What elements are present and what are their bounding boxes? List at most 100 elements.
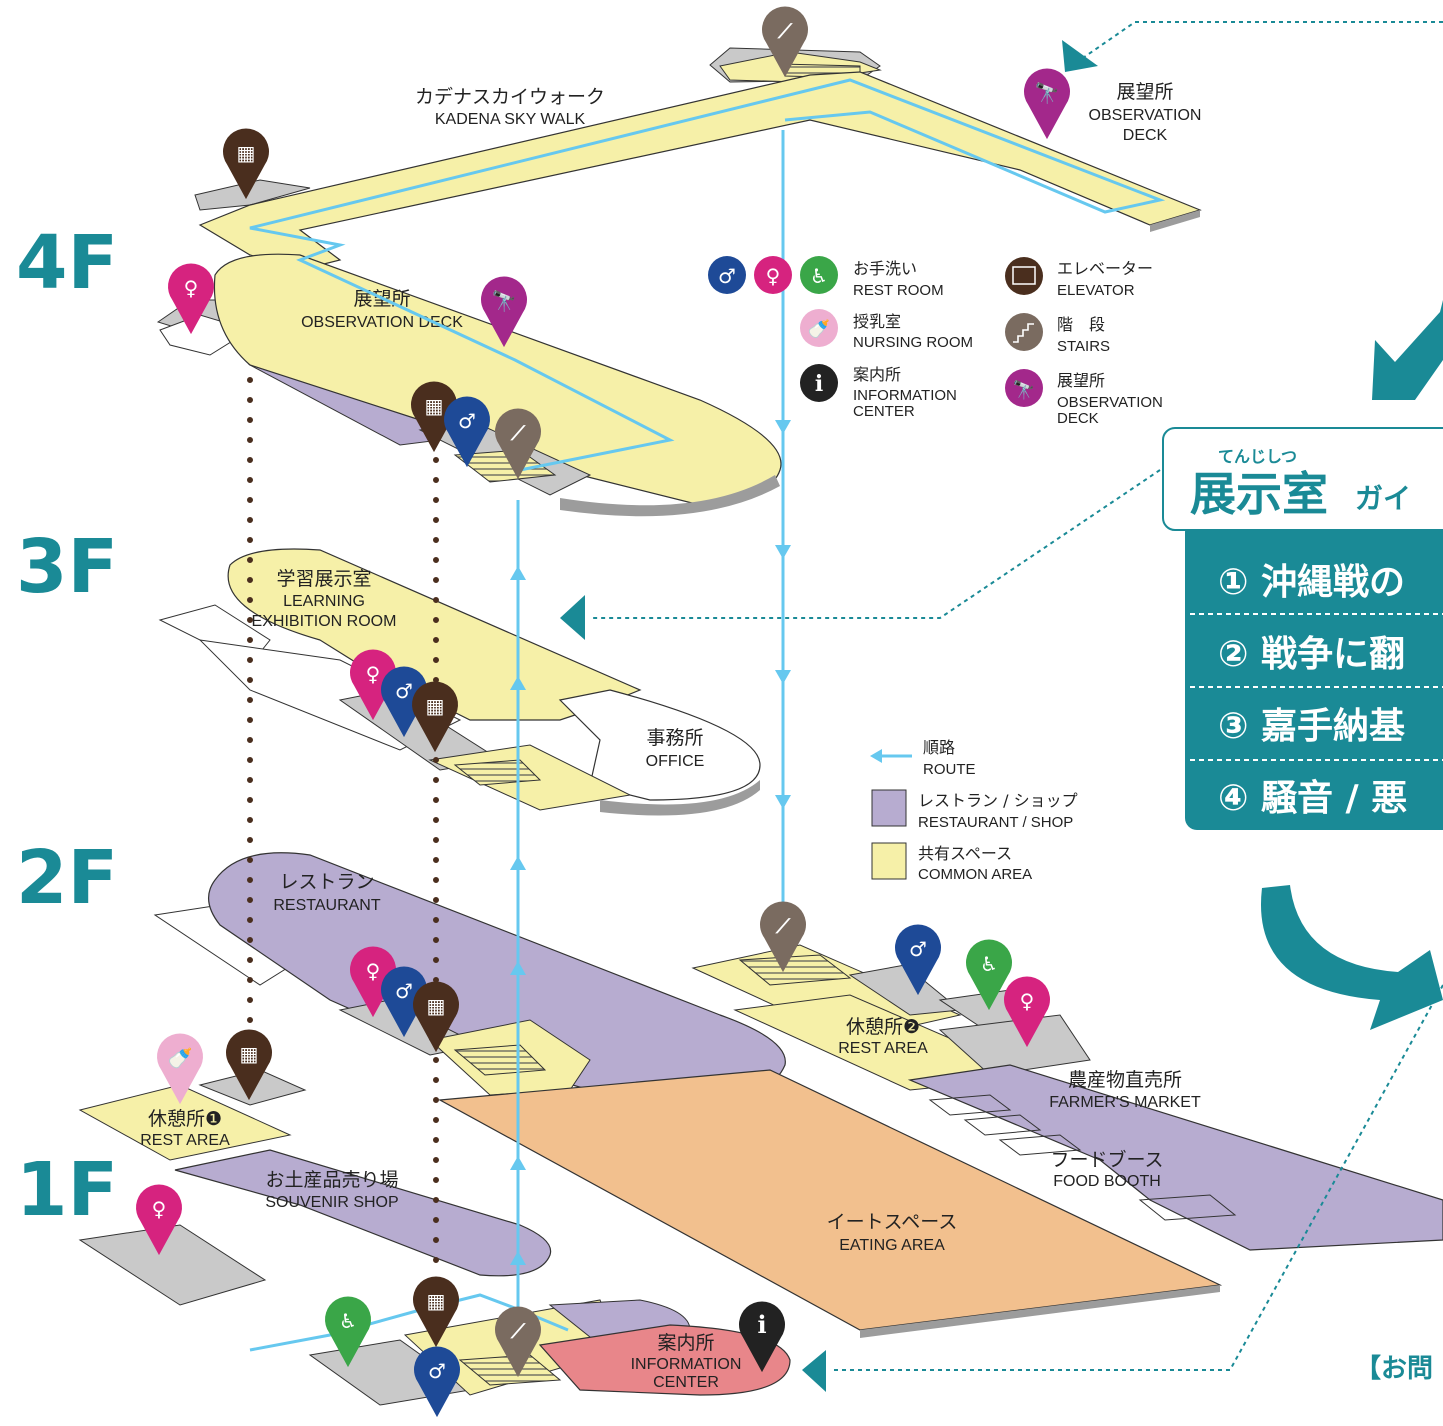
guide-item-3: ③ 嘉手納基 bbox=[1218, 706, 1405, 747]
elevator-icon: ▦ bbox=[237, 141, 256, 165]
svg-text:NURSING ROOM: NURSING ROOM bbox=[853, 334, 973, 351]
svg-text:OBSERVATION: OBSERVATION bbox=[1057, 394, 1163, 411]
restroom-male-pin: ♂ bbox=[894, 924, 941, 996]
svg-text:2F: 2F bbox=[16, 835, 118, 921]
stairs-pin: ⟋ bbox=[760, 901, 807, 973]
info-center-label: 案内所 INFORMATION CENTER bbox=[631, 1332, 742, 1391]
restroom-male-icon: ♂ bbox=[395, 679, 413, 703]
accessible-icon: ♿ bbox=[980, 952, 998, 976]
eating-label: イートスペース EATING AREA bbox=[827, 1211, 958, 1254]
skywalk-label: カデナスカイウォーク KADENA SKY WALK bbox=[415, 86, 605, 128]
svg-text:共有スペース: 共有スペース bbox=[918, 844, 1012, 863]
restroom-male-pin: ♂ bbox=[414, 1346, 461, 1418]
elevator-icon: ▦ bbox=[426, 694, 445, 718]
stairs-icon bbox=[1013, 323, 1034, 343]
svg-text:エレベーター: エレベーター bbox=[1057, 259, 1153, 278]
route-arrows bbox=[510, 420, 791, 1265]
svg-text:CENTER: CENTER bbox=[853, 403, 915, 420]
svg-text:階 段: 階 段 bbox=[1057, 315, 1105, 334]
svg-text:RESTAURANT / SHOP: RESTAURANT / SHOP bbox=[918, 814, 1073, 831]
restroom-male-pin: ♂ bbox=[381, 966, 428, 1038]
svg-text:ガイ: ガイ bbox=[1355, 482, 1411, 515]
legend-areas: 順路 ROUTE レストラン / ショップ RESTAURANT / SHOP … bbox=[870, 738, 1078, 883]
svg-text:FARMER'S MARKET: FARMER'S MARKET bbox=[1049, 1094, 1201, 1111]
svg-text:LEARNING: LEARNING bbox=[283, 593, 365, 610]
svg-text:農産物直売所: 農産物直売所 bbox=[1068, 1069, 1182, 1091]
observation-deck-icon: 🔭 bbox=[1035, 81, 1060, 105]
market-label: 農産物直売所 FARMER'S MARKET bbox=[1049, 1069, 1201, 1111]
telescope-icon: 🔭 bbox=[1013, 379, 1035, 401]
info-pin: i bbox=[738, 1301, 786, 1373]
svg-text:REST ROOM: REST ROOM bbox=[853, 282, 944, 299]
restroom-male-icon: ♂ bbox=[718, 264, 736, 288]
legend-nursing: 🍼 授乳室 NURSING ROOM bbox=[800, 309, 973, 351]
svg-text:順路: 順路 bbox=[923, 738, 955, 757]
learning-label: 学習展示室 LEARNING EXHIBITION ROOM bbox=[252, 568, 397, 630]
map-pins: ⟋🔭▦♀🔭▦♂⟋♀♂▦♀♂▦⟋♂♿♀🍼▦♀♿▦⟋♂i bbox=[136, 6, 1070, 1418]
svg-text:FOOD BOOTH: FOOD BOOTH bbox=[1053, 1173, 1161, 1190]
legend-stairs: 階 段 STAIRS bbox=[1005, 313, 1110, 355]
accessible-pin: ♿ bbox=[965, 939, 1012, 1011]
floor-4f-deck bbox=[156, 253, 782, 517]
elevator-shaft-lines bbox=[247, 377, 439, 1293]
observation-deck-icon: 🔭 bbox=[492, 289, 517, 313]
footer-contact: 【お問 bbox=[1355, 1354, 1433, 1384]
nursing-room-pin: 🍼 bbox=[157, 1033, 204, 1105]
observation-deck-pin: 🔭 bbox=[481, 276, 527, 348]
svg-text:OBSERVATION: OBSERVATION bbox=[1089, 107, 1202, 124]
guide-item-2: ② 戦争に翻 bbox=[1218, 634, 1405, 675]
svg-text:REST AREA: REST AREA bbox=[140, 1132, 230, 1149]
restroom-male-pin: ♂ bbox=[381, 666, 428, 738]
restroom-female-icon: ♀ bbox=[366, 662, 381, 686]
floor-label-2f: 2F bbox=[16, 835, 118, 921]
svg-text:KADENA SKY WALK: KADENA SKY WALK bbox=[435, 111, 586, 128]
floor-2f bbox=[153, 852, 786, 1106]
svg-text:休憩所❶: 休憩所❶ bbox=[148, 1108, 222, 1130]
floor-label-1f: 1F bbox=[16, 1147, 118, 1233]
pointer-arrowheads bbox=[560, 40, 1098, 1392]
restroom-female-pin: ♀ bbox=[350, 649, 396, 721]
svg-text:REST AREA: REST AREA bbox=[838, 1040, 928, 1057]
elevator-icon: ▦ bbox=[427, 1289, 446, 1313]
legend-deck: 🔭 展望所 OBSERVATION DECK bbox=[1005, 369, 1163, 427]
svg-text:STAIRS: STAIRS bbox=[1057, 338, 1110, 355]
svg-text:EATING AREA: EATING AREA bbox=[839, 1237, 945, 1254]
svg-text:INFORMATION: INFORMATION bbox=[853, 387, 957, 404]
svg-text:てんじしつ: てんじしつ bbox=[1218, 447, 1297, 466]
svg-text:3F: 3F bbox=[16, 524, 118, 610]
elevator-pin: ▦ bbox=[413, 981, 460, 1053]
stairs-pin: ⟋ bbox=[495, 1306, 541, 1378]
restroom-male-icon: ♂ bbox=[909, 937, 927, 961]
svg-text:1F: 1F bbox=[16, 1147, 118, 1233]
nursing-room-icon: 🍼 bbox=[168, 1046, 193, 1070]
svg-text:展望所: 展望所 bbox=[1057, 371, 1105, 390]
svg-text:案内所: 案内所 bbox=[657, 1332, 714, 1354]
floor-label-3f: 3F bbox=[16, 524, 118, 610]
svg-text:イートスペース: イートスペース bbox=[827, 1211, 958, 1233]
deck-top-label: 展望所 OBSERVATION DECK bbox=[1089, 81, 1202, 144]
svg-text:ELEVATOR: ELEVATOR bbox=[1057, 282, 1135, 299]
svg-text:COMMON AREA: COMMON AREA bbox=[918, 866, 1032, 883]
restroom-male-icon: ♂ bbox=[458, 409, 476, 433]
svg-text:カデナスカイウォーク: カデナスカイウォーク bbox=[415, 86, 605, 108]
svg-text:INFORMATION: INFORMATION bbox=[631, 1356, 742, 1373]
restroom-female-icon: ♀ bbox=[1020, 989, 1035, 1013]
legend-elevator: エレベーター ELEVATOR bbox=[1005, 257, 1153, 299]
restroom-male-icon: ♂ bbox=[395, 979, 413, 1003]
rest1-label: 休憩所❶ REST AREA bbox=[140, 1108, 230, 1149]
restroom-male-pin: ♂ bbox=[444, 396, 491, 468]
svg-text:DECK: DECK bbox=[1123, 127, 1168, 144]
elevator-pin: ▦ bbox=[226, 1029, 272, 1101]
svg-text:OFFICE: OFFICE bbox=[646, 753, 705, 770]
svg-text:お手洗い: お手洗い bbox=[853, 259, 917, 278]
svg-text:レストラン: レストラン bbox=[279, 871, 374, 893]
svg-text:DECK: DECK bbox=[1057, 410, 1099, 427]
legend-restroom: ♂ ♀ ♿ お手洗い REST ROOM bbox=[708, 256, 944, 299]
svg-text:EXHIBITION ROOM: EXHIBITION ROOM bbox=[252, 613, 397, 630]
svg-text:展望所: 展望所 bbox=[1116, 81, 1173, 103]
svg-text:展示室: 展示室 bbox=[1190, 467, 1328, 521]
food-label: フードブース FOOD BOOTH bbox=[1050, 1148, 1163, 1190]
stairs-pin: ⟋ bbox=[762, 6, 808, 78]
elevator-icon: ▦ bbox=[425, 394, 444, 418]
floor-2f-right bbox=[691, 944, 1443, 1251]
